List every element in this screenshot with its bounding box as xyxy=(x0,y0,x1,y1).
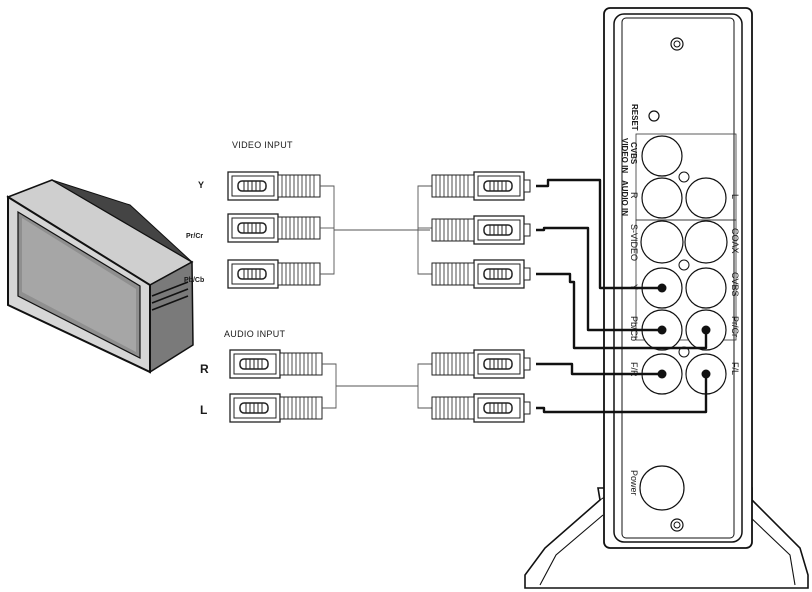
panel-s-video-label: S-VIDEO xyxy=(629,224,639,261)
panel-audio-in-label: AUDIO IN xyxy=(620,180,629,216)
jack-s-video xyxy=(640,220,684,264)
jack-coax xyxy=(684,220,728,264)
panel-r-label: R xyxy=(629,192,639,199)
video-input-title: VIDEO INPUT xyxy=(232,140,293,150)
video-plug-left-y xyxy=(227,171,321,201)
audio-l-label: L xyxy=(200,403,207,417)
jack-power xyxy=(639,465,685,511)
panel-hole-icon xyxy=(678,259,690,271)
panel-cvbs-label: CVBS xyxy=(730,272,740,297)
cable-fr xyxy=(536,362,662,376)
audio-plug-right-l xyxy=(431,393,531,423)
connection-cables xyxy=(536,178,708,414)
video-plug-left-pb xyxy=(227,259,321,289)
audio-plug-left-r xyxy=(229,349,323,379)
panel-reset-label: RESET xyxy=(630,104,639,131)
audio-r-label: R xyxy=(200,362,209,376)
jack-audio-in-r xyxy=(641,177,683,219)
panel-l-label: L xyxy=(730,194,740,199)
cable-pr xyxy=(536,226,662,332)
jack-cvbs-video-in xyxy=(641,135,683,177)
panel-f-r-label: F/R xyxy=(629,362,639,377)
audio-cable-bundle xyxy=(322,363,432,409)
video-pb-label: Pb/Cb xyxy=(184,277,204,284)
jack-cvbs xyxy=(685,267,727,309)
panel-pr-cr-label: Pr/Cr xyxy=(730,316,740,337)
panel-f-l-label: F/L xyxy=(730,362,740,375)
audio-input-title: AUDIO INPUT xyxy=(224,329,286,339)
video-y-label: Y xyxy=(198,180,204,190)
panel-power-label: Power xyxy=(629,470,639,496)
audio-plug-left-l xyxy=(229,393,323,423)
panel-coax-label: COAX xyxy=(730,228,740,254)
cable-plug-dots xyxy=(657,283,711,379)
tv-icon xyxy=(6,179,194,374)
panel-cvbs-in-label: CVBS xyxy=(629,142,638,165)
video-plug-right-pb xyxy=(431,259,531,289)
cable-fl xyxy=(536,374,708,414)
video-plug-right-pr xyxy=(431,215,531,245)
jack-audio-in-l xyxy=(685,177,727,219)
video-pr-label: Pr/Cr xyxy=(186,233,203,240)
panel-video-in-label: VIDEO IN xyxy=(620,138,629,173)
panel-pb-cb-label: Pb/Cb xyxy=(629,316,639,341)
audio-plug-right-r xyxy=(431,349,531,379)
cable-pb xyxy=(536,272,708,350)
panel-hole-icon xyxy=(678,171,690,183)
cable-y xyxy=(536,178,662,290)
video-plug-left-pr xyxy=(227,213,321,243)
video-cable-bundle xyxy=(320,185,432,275)
video-plug-right-y xyxy=(431,171,531,201)
